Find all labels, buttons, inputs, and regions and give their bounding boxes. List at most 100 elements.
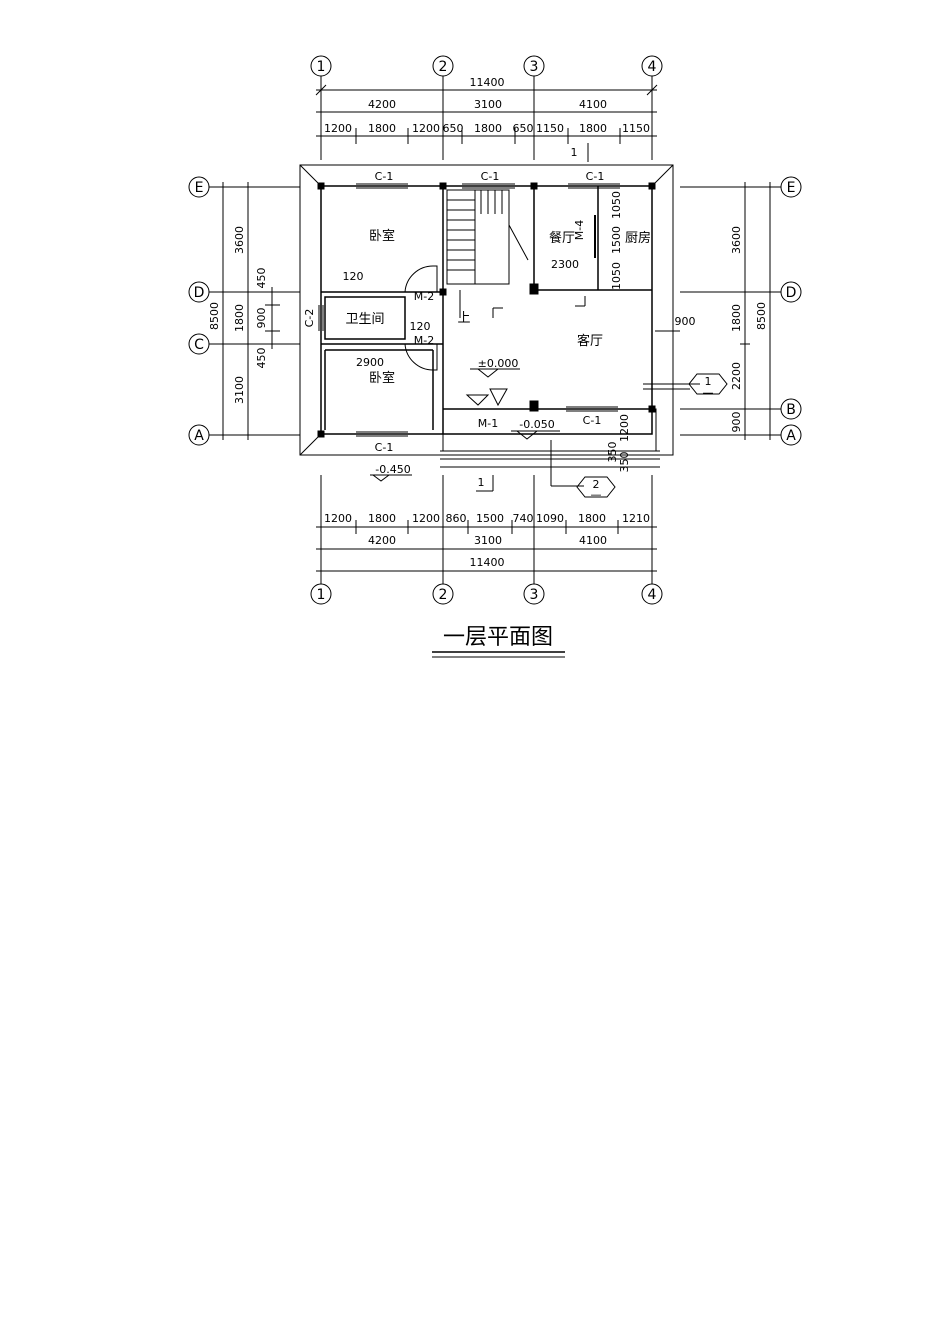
dim-bottom-sub: 1200 (324, 512, 352, 525)
dim-top-sub: 1150 (536, 122, 564, 135)
dim-top-sub: 1800 (579, 122, 607, 135)
dim-wall-120: 120 (410, 320, 431, 333)
dim-bottom-mid: 4100 (579, 534, 607, 547)
dim-left-mid: 1800 (233, 304, 246, 332)
dim-top-mid: 3100 (474, 98, 502, 111)
dim-right-outer: 8500 (755, 302, 768, 330)
axis-label-left-D: D (194, 285, 205, 301)
doors (404, 215, 596, 407)
room-label-dining: 餐厅 (549, 230, 575, 246)
axis-bubbles-left (188, 176, 300, 446)
dim-bedroom-width: 2900 (356, 356, 384, 369)
detail-marker-denominator: — (703, 386, 714, 399)
room-label-bedroom: 卧室 (369, 370, 395, 386)
axis-bubbles-bottom (310, 475, 663, 605)
door-tag-m2: M-2 (414, 334, 434, 347)
section-mark-top: 1 (571, 146, 578, 159)
dim-kitchen: 1050 (610, 191, 623, 219)
window-tag: C-1 (375, 441, 394, 454)
axis-label-right-A: A (786, 428, 796, 444)
room-label-living: 客厅 (577, 333, 603, 349)
dim-bottom-sub: 1500 (476, 512, 504, 525)
dim-bottom-sub: 1800 (578, 512, 606, 525)
axis-label-left-A: A (194, 428, 204, 444)
dim-top-mid: 4100 (579, 98, 607, 111)
dim-wall-120: 120 (343, 270, 364, 283)
dim-kitchen: 1050 (610, 262, 623, 290)
elevation-porch: -0.050 (519, 418, 554, 431)
axis-label-right-B: B (786, 402, 796, 418)
dim-top-sub: 650 (443, 122, 464, 135)
detail-marker-2-number: 2 (593, 478, 600, 491)
axis-label-bottom-3: 3 (530, 587, 539, 603)
dim-step: 350 (606, 442, 619, 463)
dim-left-inner: 450 (255, 268, 268, 289)
dim-right-mid: 1800 (730, 304, 743, 332)
top-dimension-lines (315, 84, 658, 144)
axis-label-left-C: C (194, 337, 204, 353)
dim-step: 350 (618, 452, 631, 473)
dim-left-inner: 900 (255, 308, 268, 329)
dim-kitchen: 1500 (610, 226, 623, 254)
door-tag-m1: M-1 (478, 417, 498, 430)
axis-label-bottom-1: 1 (317, 587, 326, 603)
dim-bottom-mid: 3100 (474, 534, 502, 547)
drawing-title: 一层平面图 (443, 625, 553, 650)
porch-and-steps (440, 408, 660, 487)
dim-left-mid: 3600 (233, 226, 246, 254)
window-tag: C-1 (583, 414, 602, 427)
dim-dining-width: 2300 (551, 258, 579, 271)
axis-label-bottom-2: 2 (439, 587, 448, 603)
dim-bottom-mid: 4200 (368, 534, 396, 547)
axis-label-top-3: 3 (530, 59, 539, 75)
stair-up-label: 上 (457, 311, 470, 326)
dim-left-inner: 450 (255, 348, 268, 369)
room-label-kitchen: 厨房 (625, 230, 651, 246)
window-tag: C-1 (586, 170, 605, 183)
dim-bottom-sub: 740 (513, 512, 534, 525)
section-markers (370, 143, 728, 498)
dim-bottom-sub: 1200 (412, 512, 440, 525)
dim-top-sub: 1150 (622, 122, 650, 135)
window-tag: C-1 (375, 170, 394, 183)
detail-marker-number: 1 (705, 375, 712, 388)
dim-top-sub: 650 (513, 122, 534, 135)
dim-top-total: 11400 (470, 76, 505, 89)
axis-bubbles-right (680, 176, 802, 446)
axis-label-top-2: 2 (439, 59, 448, 75)
axis-label-top-4: 4 (648, 59, 657, 75)
window-tag-c2: C-2 (303, 309, 316, 328)
dim-right-mid: 2200 (730, 362, 743, 390)
elevation-ground: -0.450 (375, 463, 410, 476)
section-mark-bottom: 1 (478, 476, 485, 489)
dim-top-sub: 1800 (474, 122, 502, 135)
dim-left-outer: 8500 (208, 302, 221, 330)
dim-top-sub: 1800 (368, 122, 396, 135)
columns (317, 182, 656, 438)
dim-right-mid: 900 (730, 412, 743, 433)
dim-top-sub: 1200 (324, 122, 352, 135)
dim-bottom-sub: 1800 (368, 512, 396, 525)
windows (318, 183, 620, 437)
dim-right-mid: 3600 (730, 226, 743, 254)
door-tag-m4: M-4 (573, 220, 586, 240)
axis-label-right-D: D (786, 285, 797, 301)
room-label-bathroom: 卫生间 (345, 312, 384, 327)
axis-label-top-1: 1 (317, 59, 326, 75)
title-underline (432, 651, 565, 658)
dim-bottom-sub: 1090 (536, 512, 564, 525)
detail-marker-2-denominator: — (591, 488, 602, 501)
dim-bottom-sub: 860 (446, 512, 467, 525)
room-label-bedroom: 卧室 (369, 228, 395, 244)
dim-top-sub: 1200 (412, 122, 440, 135)
dim-bottom-total: 11400 (470, 556, 505, 569)
staircase (446, 189, 529, 318)
dim-bottom-sub: 1210 (622, 512, 650, 525)
window-tag: C-1 (481, 170, 500, 183)
dim-left-mid: 3100 (233, 376, 246, 404)
door-tag-m2: M-2 (414, 290, 434, 303)
dim-porch-depth: 1200 (618, 414, 631, 442)
axis-label-left-E: E (195, 180, 204, 196)
axis-label-bottom-4: 4 (648, 587, 657, 603)
